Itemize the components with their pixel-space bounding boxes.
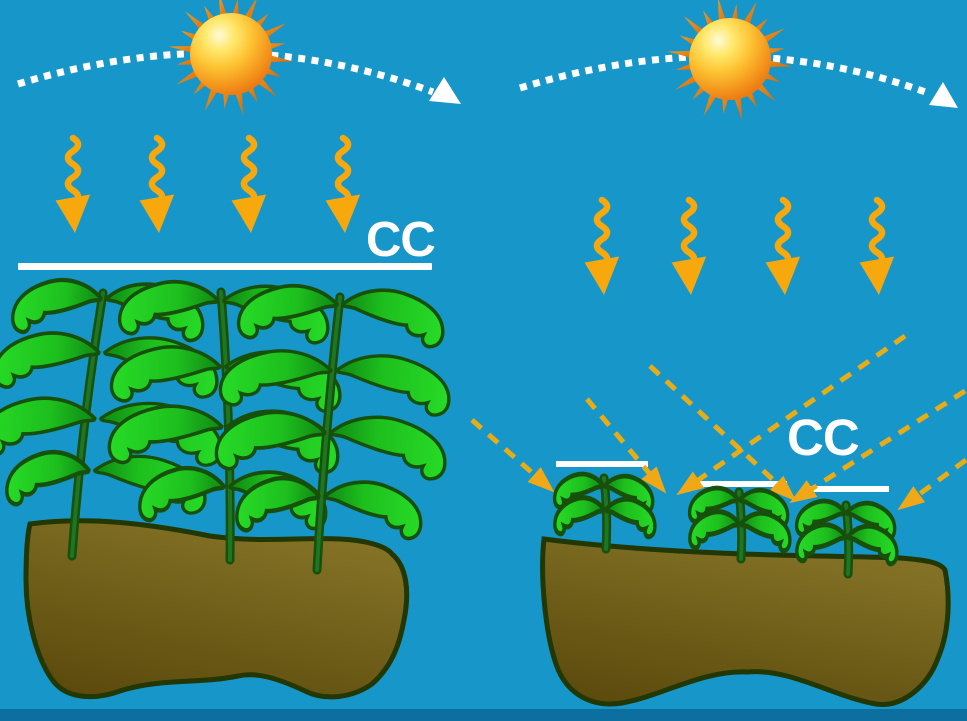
svg-text:CC: CC bbox=[366, 213, 435, 267]
svg-text:CC: CC bbox=[787, 409, 859, 466]
